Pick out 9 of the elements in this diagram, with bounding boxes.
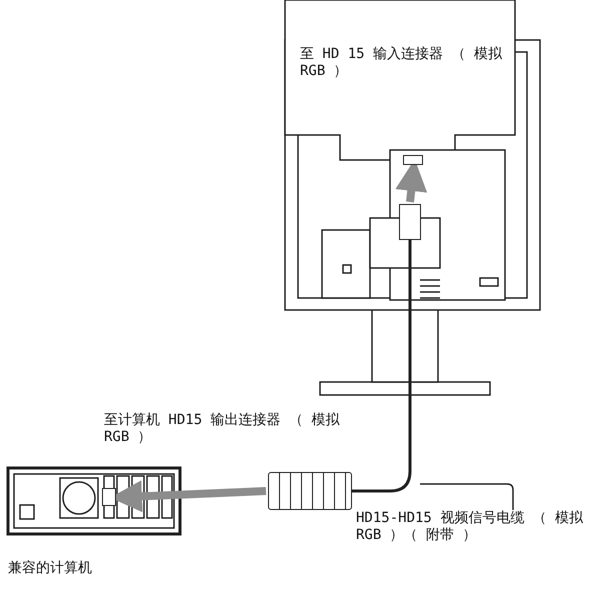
leader-line — [420, 483, 514, 510]
device-label: 兼容的计算机 — [8, 560, 93, 577]
cable-line — [352, 240, 412, 492]
connector-port — [403, 155, 423, 165]
cable-plug — [268, 472, 352, 510]
connector-port — [102, 488, 116, 506]
port-label: 至计算机 HD15 输出连接器 （ 模拟 RGB ） — [104, 412, 340, 446]
cable-label: HD15-HD15 视频信号电缆 （ 模拟 RGB ）（ 附带 ） — [356, 510, 590, 550]
cable-plug — [399, 204, 421, 240]
